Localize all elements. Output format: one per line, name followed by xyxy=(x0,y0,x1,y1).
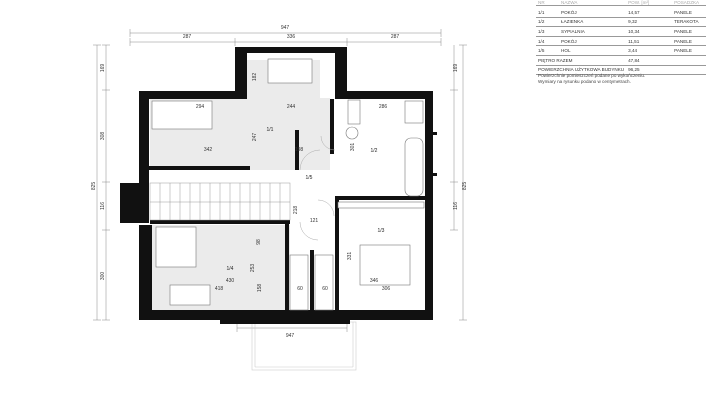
note-line-1: Powierzchnie pomieszczeń podane po wykoń… xyxy=(538,73,646,78)
dim-left-outer: 825 xyxy=(91,182,97,191)
header-name: NAZWA xyxy=(559,0,627,6)
dim-left-3: 116 xyxy=(100,202,106,210)
washbasin xyxy=(347,99,361,125)
dim-inner-331: 331 xyxy=(347,252,353,261)
dim-inner-346: 346 xyxy=(370,278,379,284)
table-row: 1/1 POKÓJ 14,57 PANELE xyxy=(536,8,706,18)
toilet xyxy=(345,126,359,140)
dim-inner-198: 198 xyxy=(295,147,304,153)
closet-1 xyxy=(289,254,309,311)
total-building-row: POWIERZCHNIA UŻYTKOWA BUDYNKU 96,25 xyxy=(536,65,706,76)
balcony xyxy=(251,321,357,371)
row-area: 9,32 xyxy=(626,17,673,28)
desk-room-1-4 xyxy=(169,284,211,306)
dimension-labels: 947 287 336 287 947 825 169 308 116 300 … xyxy=(91,25,468,339)
room-schedule-table: NR NAZWA POW. [m²] POSADZKA 1/1 POKÓJ 14… xyxy=(536,0,706,76)
dim-top-mid: 336 xyxy=(287,34,296,40)
row-floor: PANELE xyxy=(672,45,706,56)
walls xyxy=(120,47,437,324)
dim-inner-253: 253 xyxy=(250,264,256,273)
dim-left-4: 300 xyxy=(100,272,106,281)
dim-inner-301: 301 xyxy=(350,143,356,152)
dim-inner-60b: 60 xyxy=(322,286,328,292)
double-bed xyxy=(359,244,411,286)
sofa-room-1-1 xyxy=(151,100,213,130)
plan-notes: Powierzchnie pomieszczeń podane po wykoń… xyxy=(538,73,645,86)
row-name: ŁAZIENKA xyxy=(559,17,627,28)
row-floor: PANELE xyxy=(672,8,706,18)
row-nr: 1/1 xyxy=(536,8,560,18)
header-floor: POSADZKA xyxy=(672,0,706,6)
table-row: 1/2 ŁAZIENKA 9,32 TERAKOTA xyxy=(536,17,706,28)
table-row: 1/3 SYPIALNIA 10,34 PANELE xyxy=(536,26,706,37)
row-area: 3,44 xyxy=(626,45,673,56)
row-area: 10,34 xyxy=(626,26,673,37)
total-floor-label: PIĘTRO RAZEM xyxy=(536,55,627,66)
table-row: 1/5 HOL 3,44 PANELE xyxy=(536,45,706,56)
note-line-2: Wymiary na rysunku podano w centymetrach… xyxy=(538,79,631,85)
dim-right-1: 169 xyxy=(453,64,459,73)
dim-inner-158: 158 xyxy=(257,284,263,293)
room-label-1-3: 1/3 xyxy=(378,228,385,234)
total-building-value: 96,25 xyxy=(626,65,673,76)
closet-2 xyxy=(314,254,334,311)
dim-inner-98: 98 xyxy=(256,239,262,245)
total-floor-value: 47,84 xyxy=(626,55,673,66)
dim-top-total: 947 xyxy=(281,25,290,31)
dim-inner-418: 418 xyxy=(215,286,224,292)
dim-top-left: 287 xyxy=(183,34,192,40)
row-nr: 1/5 xyxy=(536,45,560,56)
room-label-1-2: 1/2 xyxy=(371,148,378,154)
row-name: POKÓJ xyxy=(559,8,627,18)
total-building-label: POWIERZCHNIA UŻYTKOWA BUDYNKU xyxy=(536,65,627,76)
header-area: POW. [m²] xyxy=(626,0,673,6)
wardrobe xyxy=(337,201,425,209)
row-floor: PANELE xyxy=(672,26,706,37)
row-nr: 1/3 xyxy=(536,26,560,37)
dim-bottom-total: 947 xyxy=(286,333,295,339)
dim-inner-286: 286 xyxy=(379,104,388,110)
room-labels: 1/1 1/2 1/3 1/4 1/5 xyxy=(227,127,385,272)
bed-room-1-4 xyxy=(155,226,197,268)
table-header-row: NR NAZWA POW. [m²] POSADZKA xyxy=(536,0,706,6)
dim-inner-342: 342 xyxy=(204,147,213,153)
row-name: SYPIALNIA xyxy=(559,26,627,37)
row-area: 11,51 xyxy=(626,36,673,47)
furniture xyxy=(151,58,425,311)
bathtub xyxy=(404,137,424,197)
row-nr: 1/2 xyxy=(536,17,560,28)
header-nr: NR xyxy=(536,0,560,6)
dim-inner-294: 294 xyxy=(196,104,205,110)
row-name: HOL xyxy=(559,45,627,56)
row-name: POKÓJ xyxy=(559,36,627,47)
dim-inner-244: 244 xyxy=(287,104,296,110)
row-nr: 1/4 xyxy=(536,36,560,47)
dim-inner-182: 182 xyxy=(252,73,258,82)
dimension-lines xyxy=(93,29,467,332)
room-label-1-1: 1/1 xyxy=(267,127,274,133)
dim-inner-218: 218 xyxy=(293,206,299,215)
dim-left-2: 308 xyxy=(100,132,106,141)
table-row: 1/4 POKÓJ 11,51 PANELE xyxy=(536,36,706,47)
room-label-1-5: 1/5 xyxy=(306,175,313,181)
room-label-1-4: 1/4 xyxy=(227,266,234,272)
dim-right-2: 116 xyxy=(453,202,459,210)
dim-inner-60a: 60 xyxy=(297,286,303,292)
dim-left-1: 169 xyxy=(100,64,106,73)
desk-bay xyxy=(267,58,313,84)
door-swings xyxy=(299,135,336,241)
row-area: 14,57 xyxy=(626,8,673,18)
dim-inner-247: 247 xyxy=(252,133,258,142)
staircase xyxy=(149,182,291,221)
dim-top-right: 287 xyxy=(391,34,400,40)
total-floor-row: PIĘTRO RAZEM 47,84 xyxy=(536,55,706,66)
dim-right-outer: 825 xyxy=(462,182,468,191)
row-floor: PANELE xyxy=(672,36,706,47)
shower-tray xyxy=(404,100,424,124)
dim-inner-430: 430 xyxy=(226,278,235,284)
row-floor: TERAKOTA xyxy=(672,17,706,28)
dim-inner-121: 121 xyxy=(310,218,319,224)
dim-inner-306: 306 xyxy=(382,286,391,292)
